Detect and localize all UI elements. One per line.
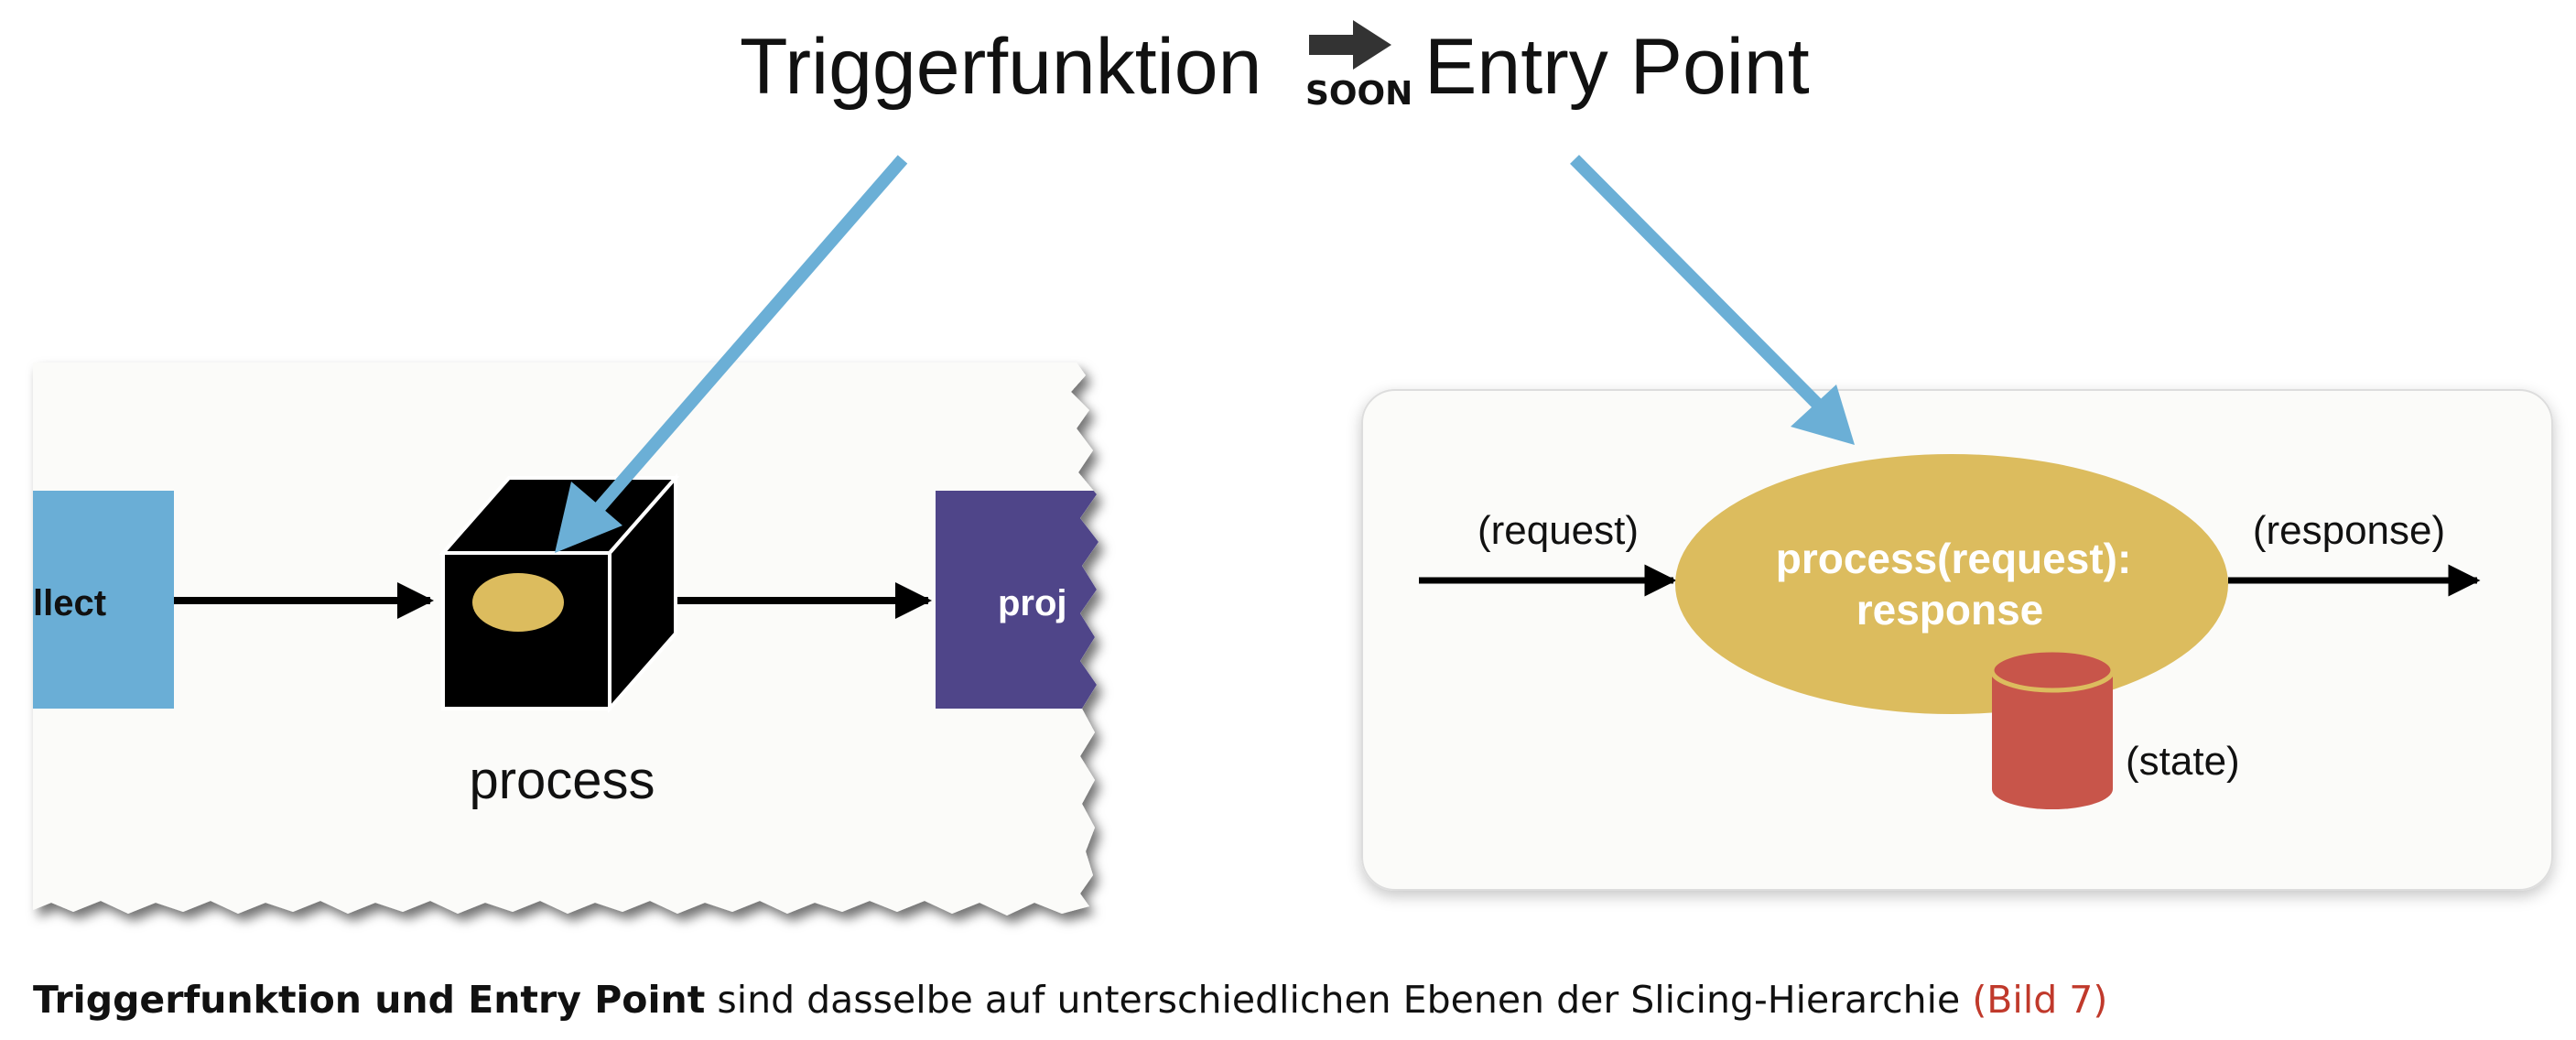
header: Triggerfunktion SOON Entry Point	[740, 20, 1810, 113]
pointer-arrows	[555, 155, 1855, 553]
state-database-icon	[1989, 647, 2116, 809]
arrow-to-process-cube	[555, 155, 908, 553]
entry-point-title: Entry Point	[1424, 23, 1810, 111]
arrow-to-process-ellipse	[1570, 155, 1855, 445]
process-core-ellipse	[472, 573, 564, 632]
project-box	[936, 491, 1099, 709]
caption-text: sind dasselbe auf unterschiedlichen Eben…	[705, 978, 1973, 1022]
request-label: (request)	[1477, 508, 1639, 553]
state-label: (state)	[2126, 739, 2240, 784]
figure-caption: Triggerfunktion und Entry Point sind das…	[33, 972, 2541, 1027]
project-box-label: proj	[998, 583, 1067, 623]
response-label: (response)	[2253, 508, 2445, 553]
process-ellipse-line1: process(request):	[1776, 535, 2132, 582]
triggerfunktion-title: Triggerfunktion	[740, 23, 1261, 111]
process-ellipse	[1675, 454, 2228, 714]
soon-badge: SOON	[1305, 75, 1412, 113]
collect-box-label: llect	[33, 583, 106, 623]
process-label: process	[469, 751, 655, 810]
figure-reference-link[interactable]: (Bild 7)	[1972, 978, 2108, 1022]
collect-box	[33, 491, 174, 709]
process-ellipse-line2: response	[1856, 586, 2044, 634]
right-diagram: (request) process(request): response (re…	[1361, 389, 2553, 891]
process-cube-icon	[438, 472, 680, 714]
soon-arrow-icon	[1309, 20, 1391, 70]
caption-bold: Triggerfunktion und Entry Point	[33, 978, 706, 1022]
